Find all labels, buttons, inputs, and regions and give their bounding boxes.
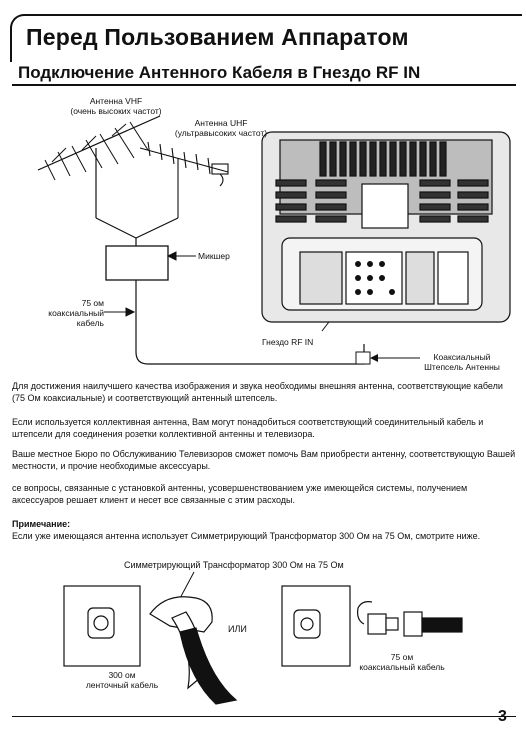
note-text: Если уже имеющаяся антенна использует Си… (12, 531, 481, 541)
wall-socket-icon (281, 585, 351, 667)
uhf-antenna-label: Антенна UHF(ультравысоких частот) (174, 118, 268, 138)
page-title: Перед Пользованием Аппаратом (26, 24, 409, 50)
note-title: Примечание: (12, 519, 71, 529)
paragraph-2: Если используется коллективная антенна, … (12, 417, 484, 439)
coax-connector-icon (357, 601, 463, 637)
tv-rear-panel (261, 131, 511, 323)
header-frame (10, 14, 522, 62)
section-divider (12, 84, 516, 86)
wall-socket-icon (63, 585, 141, 667)
uhf-antenna-icon (139, 141, 229, 218)
mixer-label: Микшер (198, 251, 230, 261)
vhf-antenna-label: Антенна VHF(очень высоких частот) (70, 96, 162, 116)
balun-transformer-diagram (63, 571, 463, 705)
transformer-icon (149, 596, 238, 705)
antenna-plug-icon (355, 351, 371, 365)
footer-divider (12, 716, 516, 717)
tv-connector-jacks (355, 261, 395, 295)
mixer-box (105, 245, 169, 281)
coax-cable (135, 280, 365, 365)
section-title: Подключение Антенного Кабеля в Гнездо RF… (18, 63, 421, 82)
paragraph-1: Для достижения наилучшего качества изобр… (12, 381, 503, 403)
transformer-label: Симметрирующий Трансформатор 300 Ом на 7… (124, 560, 344, 570)
paragraph-3: Ваше местное Бюро по Обслуживанию Телеви… (12, 449, 516, 471)
or-label: ИЛИ (228, 624, 247, 634)
paragraph-4: се вопросы, связанные с установкой антен… (12, 483, 468, 505)
vhf-antenna-icon (37, 115, 161, 218)
rf-in-label: Гнездо RF IN (262, 337, 314, 347)
page-number: 3 (498, 708, 507, 725)
antenna-connection-diagram (37, 115, 511, 365)
